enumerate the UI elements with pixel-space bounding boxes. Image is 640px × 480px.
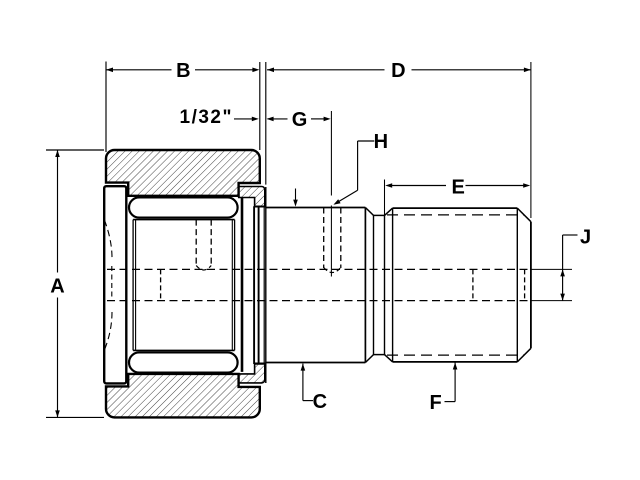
svg-text:G: G [292,109,308,131]
svg-text:1/32": 1/32" [180,107,234,128]
svg-text:H: H [374,131,388,153]
svg-text:B: B [176,60,190,82]
svg-text:F: F [429,392,441,414]
svg-text:C: C [313,391,327,413]
svg-text:E: E [452,176,465,198]
svg-text:J: J [580,227,591,249]
svg-text:A: A [50,275,64,297]
svg-text:D: D [391,60,405,82]
